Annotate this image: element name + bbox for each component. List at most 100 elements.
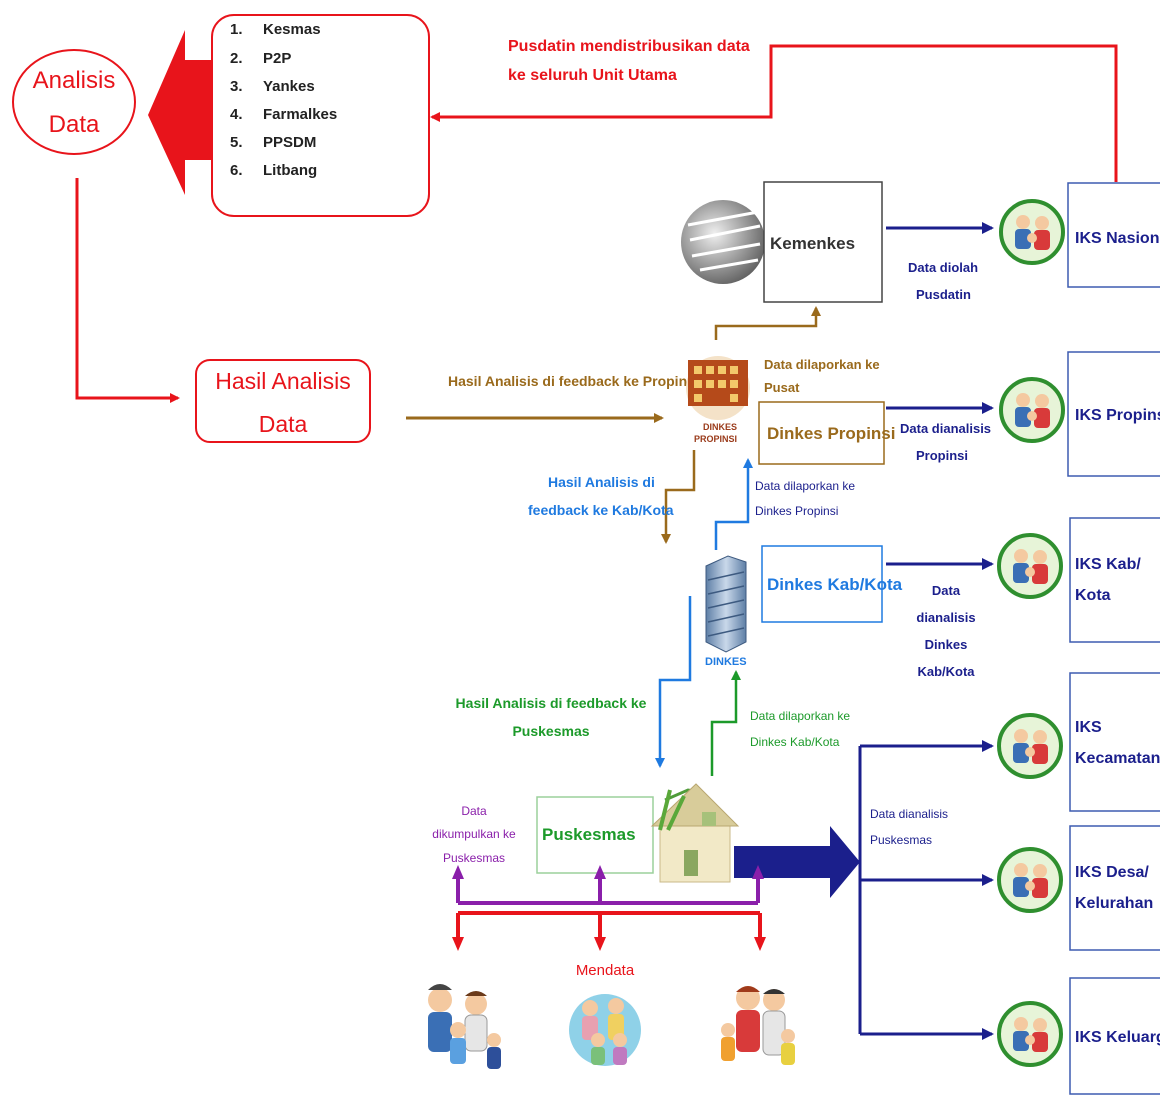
svg-text:PPSDM: PPSDM xyxy=(263,134,316,151)
dinkes-kabkota-label: Dinkes Kab/Kota xyxy=(767,575,903,594)
data-diolah-line1: Data diolah xyxy=(908,260,978,275)
report-pusat-line2: Pusat xyxy=(764,380,800,395)
iks-keluarga-box: IKS Keluarga xyxy=(1069,977,1160,1095)
iks-nasional-label: IKS Nasional xyxy=(1075,230,1160,247)
feedback-puskesmas-line2: Puskesmas xyxy=(512,723,589,739)
iks-propinsi-label: IKS Propinsi xyxy=(1075,407,1160,424)
svg-text:Farmalkes: Farmalkes xyxy=(263,106,337,123)
svg-text:5.: 5. xyxy=(230,134,243,151)
unit-item: 5. PPSDM xyxy=(230,134,316,151)
analisis-data-line2: Data xyxy=(49,111,100,138)
dinkes-propinsi-box: Dinkes Propinsi xyxy=(758,401,895,465)
data-dikumpulkan-line3: Puskesmas xyxy=(443,851,505,865)
feedback-kabkota-arrow xyxy=(661,450,696,544)
report-kabkota-arrow xyxy=(710,670,741,776)
iks-kabkota-line1: IKS Kab/ xyxy=(1075,556,1141,573)
data-dianalisis-puskesmas-line2: Puskesmas xyxy=(870,833,932,847)
unit-utama-box: 1. Kesmas 2. P2P 3. Yankes 4. Farmalkes … xyxy=(211,14,430,217)
svg-text:1.: 1. xyxy=(230,21,243,38)
report-pusat-arrow xyxy=(714,306,821,340)
data-dianalisis-propinsi-line2: Propinsi xyxy=(916,448,968,463)
analisis-data-node: Analisis Data xyxy=(12,49,136,155)
iks-kabkota-line2: Kota xyxy=(1075,587,1111,604)
analisis-to-hasil-arrow xyxy=(75,178,180,403)
iks-desa-box: IKS Desa/ Kelurahan xyxy=(1069,825,1160,951)
dinkes-propinsi-icon-caption2: PROPINSI xyxy=(694,434,737,444)
iks-propinsi-box: IKS Propinsi xyxy=(1067,351,1160,477)
big-navy-arrow xyxy=(734,826,860,898)
svg-text:Litbang: Litbang xyxy=(263,162,317,179)
data-dianalisis-propinsi-line1: Data dianalisis xyxy=(900,421,991,436)
mendata-label: Mendata xyxy=(576,962,635,979)
unit-item: 3. Yankes xyxy=(230,78,315,95)
dinkes-kabkota-box: Dinkes Kab/Kota xyxy=(761,545,903,623)
big-red-arrow xyxy=(148,30,215,195)
hasil-analisis-box: Hasil Analisis Data xyxy=(195,359,371,443)
iks-keluarga-label: IKS Keluarga xyxy=(1075,1029,1160,1046)
feedback-propinsi-label: Hasil Analisis di feedback ke Propinsi xyxy=(448,373,699,389)
data-dikumpulkan-line1: Data xyxy=(461,804,487,818)
puskesmas-house-icon xyxy=(650,783,740,883)
iks-desa-icon xyxy=(997,847,1063,913)
dinkes-kabkota-icon-caption: DINKES xyxy=(705,656,747,668)
puskesmas-box: Puskesmas xyxy=(536,796,654,874)
analisis-data-line1: Analisis xyxy=(33,67,116,94)
hasil-analisis-line2: Data xyxy=(259,411,308,437)
report-kabkota-line1: Data dilaporkan ke xyxy=(750,709,850,723)
svg-text:4.: 4. xyxy=(230,106,243,123)
svg-text:Yankes: Yankes xyxy=(263,78,315,95)
iks-nasional-box: IKS Nasional xyxy=(1067,182,1160,288)
family-icon xyxy=(569,994,641,1066)
iks-desa-line2: Kelurahan xyxy=(1075,895,1153,912)
svg-text:P2P: P2P xyxy=(263,50,291,67)
puskesmas-label: Puskesmas xyxy=(542,825,636,844)
report-pusat-line1: Data dilaporkan ke xyxy=(764,357,880,372)
dinkes-propinsi-icon-caption1: DINKES xyxy=(703,422,737,432)
svg-text:2.: 2. xyxy=(230,50,243,67)
unit-item: 2. P2P xyxy=(230,50,291,67)
feedback-kabkota-line2: feedback ke Kab/Kota xyxy=(528,502,674,518)
feedback-kabkota-line1: Hasil Analisis di xyxy=(548,474,655,490)
data-diolah-line2: Pusdatin xyxy=(916,287,971,302)
dinkes-kabkota-tower-icon xyxy=(705,555,747,653)
kemenkes-box: Kemenkes xyxy=(763,181,883,303)
iks-nasional-icon xyxy=(999,199,1065,265)
hasil-analisis-line1: Hasil Analisis xyxy=(215,368,351,394)
data-dianalisis-kabkota-line1: Data xyxy=(932,583,961,598)
feedback-puskesmas-line1: Hasil Analisis di feedback ke xyxy=(456,695,647,711)
data-dianalisis-kabkota-line2: dianalisis xyxy=(916,610,975,625)
kemenkes-label: Kemenkes xyxy=(770,234,855,253)
svg-text:6.: 6. xyxy=(230,162,243,179)
iks-kabkota-box: IKS Kab/ Kota xyxy=(1069,517,1160,643)
family-icon xyxy=(428,984,501,1069)
data-dianalisis-kabkota-line3: Dinkes xyxy=(925,637,968,652)
data-dianalisis-kabkota-line4: Kab/Kota xyxy=(917,664,975,679)
data-dianalisis-puskesmas-line1: Data dianalisis xyxy=(870,807,948,821)
kemenkes-building-icon xyxy=(681,200,765,284)
iks-desa-line1: IKS Desa/ xyxy=(1075,864,1149,881)
report-propinsi-arrow xyxy=(714,458,753,550)
iks-kecamatan-line1: IKS xyxy=(1075,719,1102,736)
svg-text:Kesmas: Kesmas xyxy=(263,21,321,38)
dinkes-propinsi-label: Dinkes Propinsi xyxy=(767,424,895,443)
unit-item: 4. Farmalkes xyxy=(230,106,337,123)
pusdatin-note-line2: ke seluruh Unit Utama xyxy=(508,67,677,84)
unit-item: 6. Litbang xyxy=(230,162,317,179)
feedback-puskesmas-arrow xyxy=(655,596,692,768)
pusdatin-note-line1: Pusdatin mendistribusikan data xyxy=(508,38,750,55)
iks-kabkota-icon xyxy=(997,533,1063,599)
iks-kecamatan-line2: Kecamatan xyxy=(1075,750,1160,767)
iks-propinsi-icon xyxy=(999,377,1065,443)
data-dikumpulkan-line2: dikumpulkan ke xyxy=(432,827,516,841)
report-kabkota-line2: Dinkes Kab/Kota xyxy=(750,735,840,749)
unit-item: 1. Kesmas xyxy=(230,21,321,38)
family-icon xyxy=(721,986,795,1065)
report-propinsi-line2: Dinkes Propinsi xyxy=(755,504,838,518)
iks-kecamatan-icon xyxy=(997,713,1063,779)
svg-text:3.: 3. xyxy=(230,78,243,95)
iks-keluarga-icon xyxy=(997,1001,1063,1067)
iks-kecamatan-box: IKS Kecamatan xyxy=(1069,672,1160,812)
report-propinsi-line1: Data dilaporkan ke xyxy=(755,479,855,493)
pusdatin-distribution-arrow xyxy=(430,44,1118,182)
